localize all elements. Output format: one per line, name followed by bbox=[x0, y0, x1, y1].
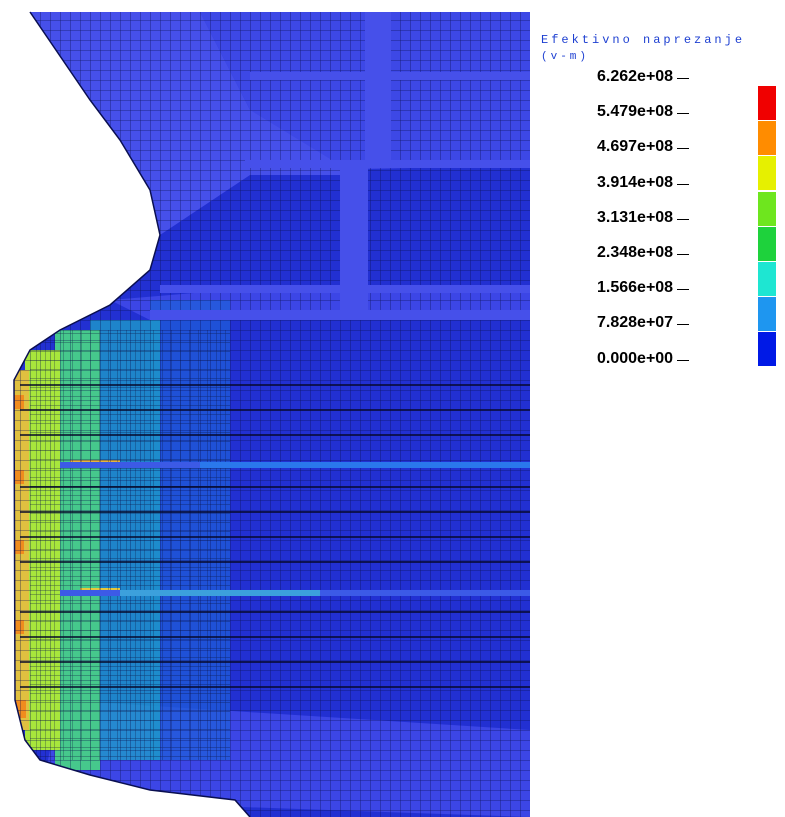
legend-unit: (v-m) bbox=[541, 51, 590, 63]
legend-label: 5.479e+08 bbox=[597, 103, 745, 121]
legend-value: 1.566e+08 bbox=[597, 279, 674, 297]
legend-tick bbox=[677, 113, 690, 115]
legend-value: 3.131e+08 bbox=[597, 208, 674, 226]
legend-swatch bbox=[758, 156, 776, 191]
legend-label: 2.348e+08 bbox=[597, 244, 745, 262]
legend-value: 7.828e+07 bbox=[597, 314, 674, 332]
legend-label: 4.697e+08 bbox=[597, 138, 745, 156]
legend-swatch bbox=[758, 86, 776, 120]
legend-label: 1.566e+08 bbox=[597, 279, 745, 297]
legend-tick bbox=[677, 218, 690, 220]
legend-tick bbox=[677, 78, 690, 79]
legend-label: 7.828e+07 bbox=[597, 314, 745, 332]
legend-label: 3.914e+08 bbox=[597, 174, 745, 192]
legend-tick bbox=[677, 289, 690, 291]
legend-value: 2.348e+08 bbox=[597, 244, 674, 261]
legend-value: 3.914e+08 bbox=[597, 173, 674, 191]
legend-label: 3.131e+08 bbox=[597, 209, 745, 227]
legend-tick bbox=[677, 183, 690, 185]
legend-swatch bbox=[758, 297, 776, 332]
legend-tick bbox=[677, 148, 690, 150]
legend-swatch bbox=[758, 262, 776, 296]
legend-tick bbox=[677, 359, 690, 361]
legend-swatch bbox=[758, 121, 776, 156]
legend-tick bbox=[677, 324, 690, 326]
legend-value: 5.479e+08 bbox=[597, 103, 674, 121]
legend-value: 6.262e+08 bbox=[597, 68, 674, 85]
legend-tick bbox=[677, 254, 690, 255]
fe-model-viewport bbox=[13, 11, 530, 817]
legend-value: 4.697e+08 bbox=[597, 138, 674, 156]
legend-swatch bbox=[758, 191, 776, 226]
legend-swatch bbox=[758, 226, 776, 261]
legend-swatch bbox=[758, 332, 776, 367]
legend-label: 0.000e+00 bbox=[597, 350, 745, 368]
legend-title: Efektivno naprezanje bbox=[541, 33, 746, 47]
legend-value: 0.000e+00 bbox=[597, 349, 674, 367]
hull-outline bbox=[13, 11, 251, 817]
legend-label: 6.262e+08 bbox=[597, 68, 745, 86]
